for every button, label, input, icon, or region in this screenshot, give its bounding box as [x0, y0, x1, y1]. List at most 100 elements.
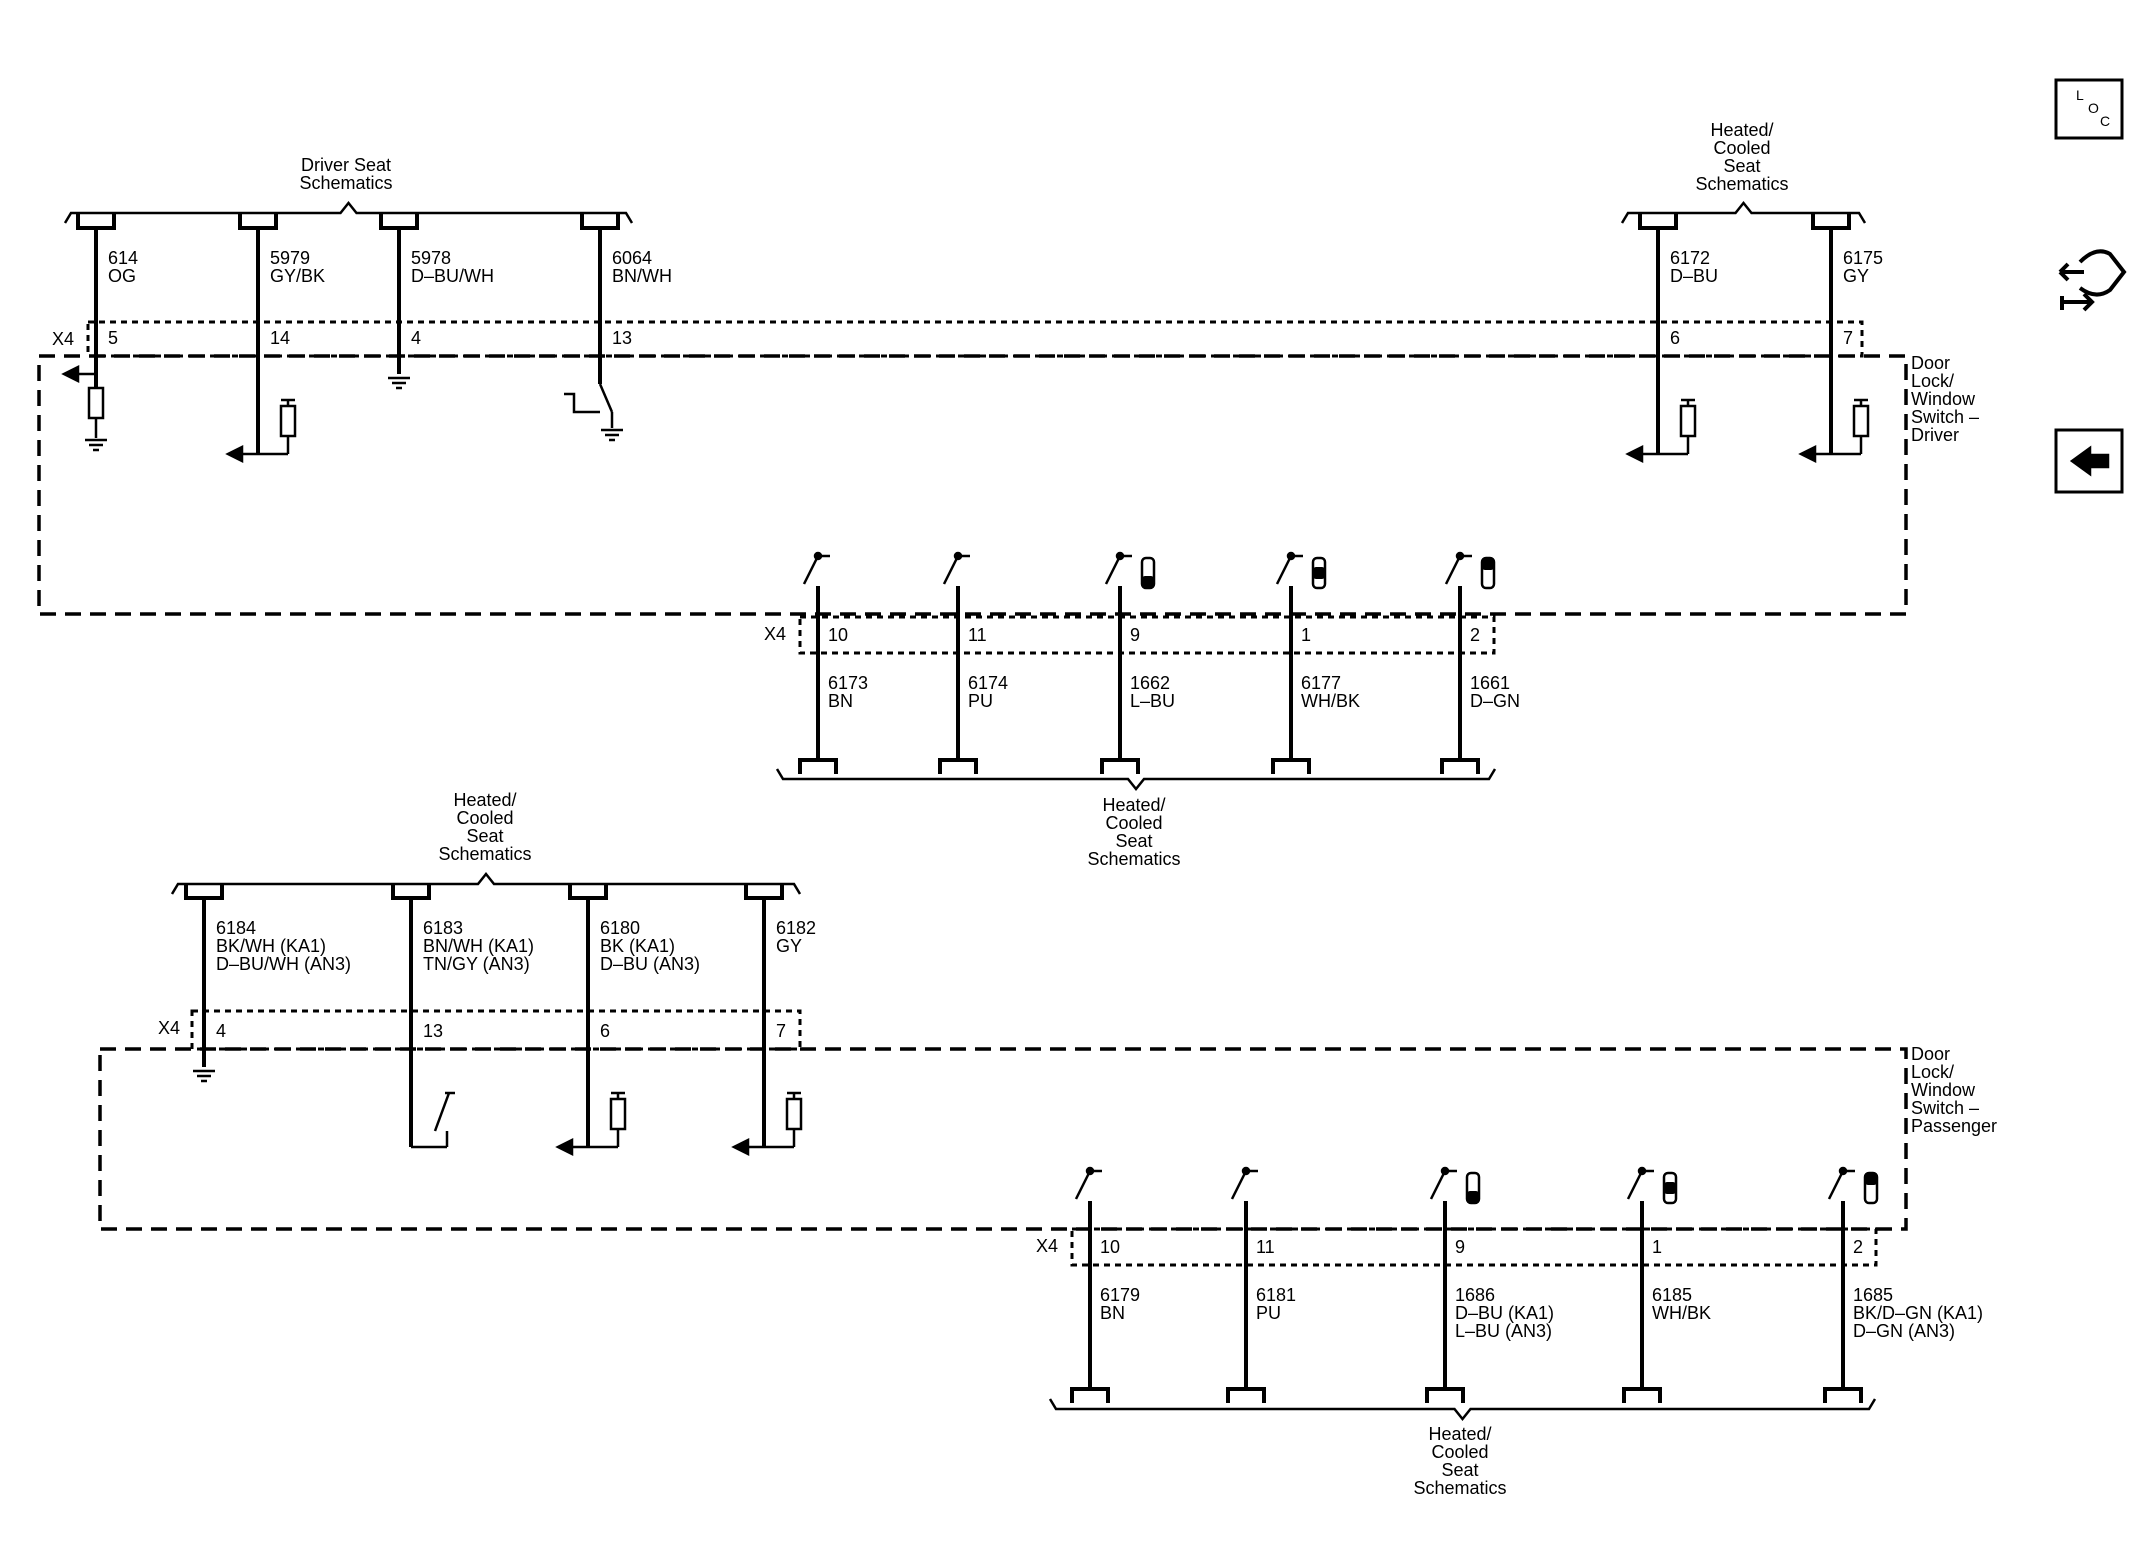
- resistor-icon: [87, 386, 105, 420]
- arrow-left-icon: [1625, 444, 1644, 464]
- reference-label: Cooled: [1713, 138, 1770, 158]
- pin-number: 10: [828, 625, 848, 645]
- resistor-icon: [1679, 404, 1697, 438]
- connector-label: X4: [52, 329, 74, 349]
- resistor-body: [279, 404, 297, 438]
- wire-color: BK/D–GN (KA1): [1853, 1303, 1983, 1323]
- wire-color: WH/BK: [1301, 691, 1360, 711]
- terminal-cap: [76, 214, 116, 230]
- wire-color: BK/WH (KA1): [216, 936, 326, 956]
- module-name: Driver: [1911, 425, 1959, 445]
- module-name: Door: [1911, 353, 1950, 373]
- wire-color: D–BU/WH (AN3): [216, 954, 351, 974]
- module-name: Door: [1911, 1044, 1950, 1064]
- location-view-icon[interactable]: LOC: [2054, 78, 2124, 140]
- resistor-body: [1679, 404, 1697, 438]
- terminal-cap: [1100, 758, 1140, 774]
- switch-blade: [1444, 555, 1462, 585]
- wire-color: OG: [108, 266, 136, 286]
- connector-label: X4: [764, 624, 786, 644]
- wire-color: BN: [1100, 1303, 1125, 1323]
- resistor-icon: [785, 1097, 803, 1131]
- terminal-symbol: [238, 214, 278, 230]
- circuit-number: 6180: [600, 918, 640, 938]
- circuit-number: 6184: [216, 918, 256, 938]
- terminal-cap: [798, 758, 838, 774]
- switch-icon: [1074, 1166, 1102, 1200]
- led-fill: [1142, 576, 1154, 588]
- resistor-icon: [1852, 404, 1870, 438]
- ground-icon: [85, 438, 107, 452]
- indicator-led-icon: [1311, 556, 1327, 590]
- module-name: Lock/: [1911, 371, 1954, 391]
- circuit-number: 6181: [1256, 1285, 1296, 1305]
- back-arrow-icon[interactable]: [2054, 428, 2124, 494]
- wire-color: GY/BK: [270, 266, 325, 286]
- wire-color: D–BU: [1670, 266, 1718, 286]
- terminal-cap: [238, 214, 278, 230]
- arrow-left-icon: [731, 1137, 750, 1157]
- pin-number: 1: [1301, 625, 1311, 645]
- module-name: Window: [1911, 1080, 1976, 1100]
- circuit-number: 1661: [1470, 673, 1510, 693]
- terminal-cap: [1271, 758, 1311, 774]
- wire-color: TN/GY (AN3): [423, 954, 530, 974]
- terminal-cap: [1638, 214, 1678, 230]
- indicator-led-icon: [1465, 1171, 1481, 1205]
- reference-label: Heated/: [1428, 1424, 1491, 1444]
- wire-color: GY: [776, 936, 802, 956]
- reference-label: Seat: [1441, 1460, 1478, 1480]
- terminal-cap: [1070, 1387, 1110, 1403]
- resistor-icon: [279, 404, 297, 438]
- terminal-symbol: [184, 884, 224, 900]
- wire-color: BN/WH: [612, 266, 672, 286]
- pin-number: 4: [216, 1021, 226, 1041]
- wire-color: L–BU: [1130, 691, 1175, 711]
- indicator-led-icon: [1863, 1171, 1879, 1205]
- wire-segment: [433, 1092, 451, 1132]
- harness-connector-icon[interactable]: [2058, 249, 2127, 312]
- pin-number: 13: [423, 1021, 443, 1041]
- terminal-cap: [568, 884, 608, 900]
- pin-number: 11: [968, 625, 987, 645]
- switch-icon: [1626, 1166, 1654, 1200]
- switch-icon: [1230, 1166, 1258, 1200]
- pin-number: 2: [1470, 625, 1480, 645]
- reference-label: Schematics: [438, 844, 531, 864]
- wire-color: D–GN (AN3): [1853, 1321, 1955, 1341]
- pin-number: 1: [1652, 1237, 1662, 1257]
- terminal-cap: [938, 758, 978, 774]
- ground-icon: [193, 1069, 215, 1083]
- loc-letter: C: [2100, 113, 2110, 129]
- arrow-left-icon: [1798, 444, 1817, 464]
- switch-icon: [802, 551, 830, 585]
- terminal-symbol: [1440, 758, 1480, 774]
- pin-number: 13: [612, 328, 632, 348]
- ground-icon: [601, 428, 623, 442]
- terminal-symbol: [1811, 214, 1851, 230]
- resistor-icon: [609, 1097, 627, 1131]
- wire-color: BN: [828, 691, 853, 711]
- back-arrow-shape: [2069, 445, 2110, 477]
- resistor-body: [1852, 404, 1870, 438]
- terminal-symbol: [1425, 1387, 1465, 1403]
- switch-blade: [1104, 555, 1122, 585]
- terminal-symbol: [391, 884, 431, 900]
- module-name: Lock/: [1911, 1062, 1954, 1082]
- switch-blade: [1626, 1170, 1644, 1200]
- pin-number: 5: [108, 328, 118, 348]
- pin-number: 6: [600, 1021, 610, 1041]
- pin-number: 10: [1100, 1237, 1120, 1257]
- terminal-cap: [580, 214, 620, 230]
